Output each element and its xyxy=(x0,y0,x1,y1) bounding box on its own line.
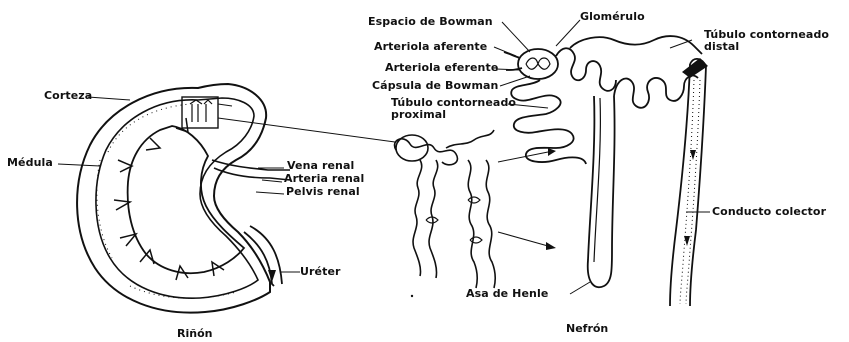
corpuscle-detail xyxy=(395,130,556,288)
label-conducto-colector: Conducto colector xyxy=(712,206,826,218)
nephron-drawing xyxy=(504,36,708,306)
collecting-duct-stipple xyxy=(680,80,700,304)
label-vena-renal: Vena renal xyxy=(287,160,354,172)
loop-of-henle xyxy=(588,96,615,287)
label-pelvis-renal: Pelvis renal xyxy=(286,186,360,198)
label-tubulo-proximal: Túbulo contorneado proximal xyxy=(391,97,516,121)
ureter-tube-2 xyxy=(250,226,282,284)
kidney-drawing xyxy=(77,84,395,313)
kidney-leaders xyxy=(58,97,300,272)
stray-dot xyxy=(411,295,413,297)
distal-tubule xyxy=(614,76,698,108)
label-corteza: Corteza xyxy=(44,90,92,102)
label-ureter: Uréter xyxy=(300,266,341,278)
kidney-detail-nephron xyxy=(190,100,212,122)
arrow-head-1 xyxy=(548,148,556,156)
caption-kidney: Riñón xyxy=(177,327,212,340)
label-espacio-bowman: Espacio de Bowman xyxy=(368,16,493,28)
glomerulus-tuft xyxy=(526,58,550,69)
label-arteriola-aferente: Arteriola aferente xyxy=(374,41,487,53)
distal-tubule-top xyxy=(570,36,702,54)
arrow-line-1 xyxy=(498,152,548,162)
detail-tubule-coils xyxy=(395,130,496,288)
kidney-outer-capsule xyxy=(77,84,270,313)
collecting-duct-right xyxy=(690,66,706,306)
label-arteria-renal: Arteria renal xyxy=(284,173,364,185)
collecting-duct-arrow-1 xyxy=(690,150,696,160)
label-medula: Médula xyxy=(7,157,53,169)
label-tubulo-distal-line2: distal xyxy=(704,40,739,53)
arrow-head-2 xyxy=(546,242,556,250)
label-tubulo-proximal-line2: proximal xyxy=(391,108,446,121)
label-capsula-bowman: Cápsula de Bowman xyxy=(372,80,498,92)
renal-pelvis-outline xyxy=(128,126,244,273)
medulla-pyramids xyxy=(114,118,224,280)
arrow-line-2 xyxy=(498,232,548,246)
caption-nephron: Nefrón xyxy=(566,322,608,335)
label-glomerulo: Glomérulo xyxy=(580,11,645,23)
arteriola-aferente-vessel xyxy=(504,52,520,58)
label-tubulo-distal: Túbulo contorneado distal xyxy=(704,29,829,53)
label-asa-henle: Asa de Henle xyxy=(466,288,548,300)
label-arteriola-eferente: Arteriola eferente xyxy=(385,62,498,74)
detail-connector-2 xyxy=(218,104,232,106)
